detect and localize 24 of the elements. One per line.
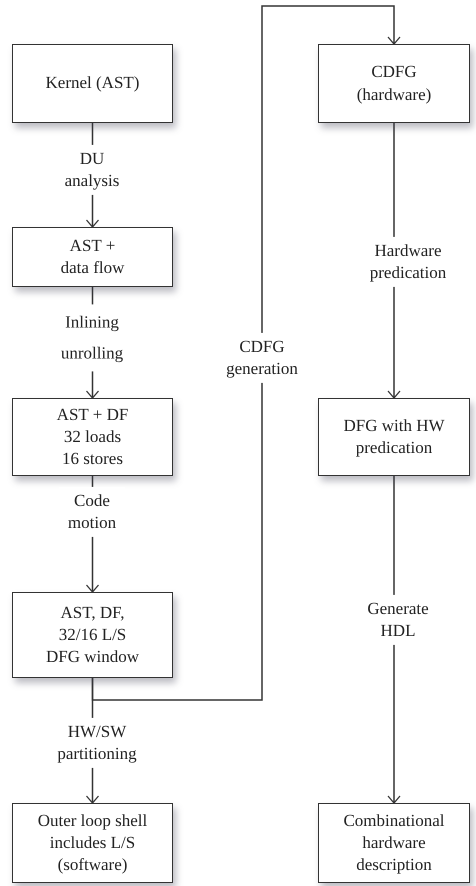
box-label: DFG window bbox=[46, 646, 140, 668]
process-box bbox=[318, 398, 470, 476]
process-box bbox=[12, 592, 173, 678]
box-label: 32/16 L/S bbox=[58, 624, 126, 646]
process-box bbox=[12, 227, 173, 287]
box-label: (software) bbox=[58, 854, 128, 876]
box-label: AST + data flow bbox=[60, 234, 126, 279]
process-box bbox=[12, 803, 173, 883]
box-label: 16 stores bbox=[62, 448, 123, 470]
box-label: Outer loop shell bbox=[38, 810, 148, 832]
process-box bbox=[12, 44, 173, 123]
box-label: 32 loads bbox=[64, 426, 122, 448]
process-box bbox=[318, 803, 470, 883]
box-label: includes L/S bbox=[50, 832, 136, 854]
edge-label: Hardware predication bbox=[368, 236, 448, 288]
process-box bbox=[12, 398, 173, 476]
box-label: Combinational hardware description bbox=[342, 810, 446, 876]
process-box bbox=[318, 44, 470, 123]
box-label: AST + DF bbox=[56, 404, 128, 426]
box-label: CDFG (hardware) bbox=[356, 61, 432, 106]
arrow bbox=[92, 5, 401, 701]
box-label: DFG with HW predication bbox=[342, 414, 446, 459]
box-label: Kernel (AST) bbox=[46, 72, 140, 94]
box-label: AST, DF, bbox=[60, 602, 124, 624]
